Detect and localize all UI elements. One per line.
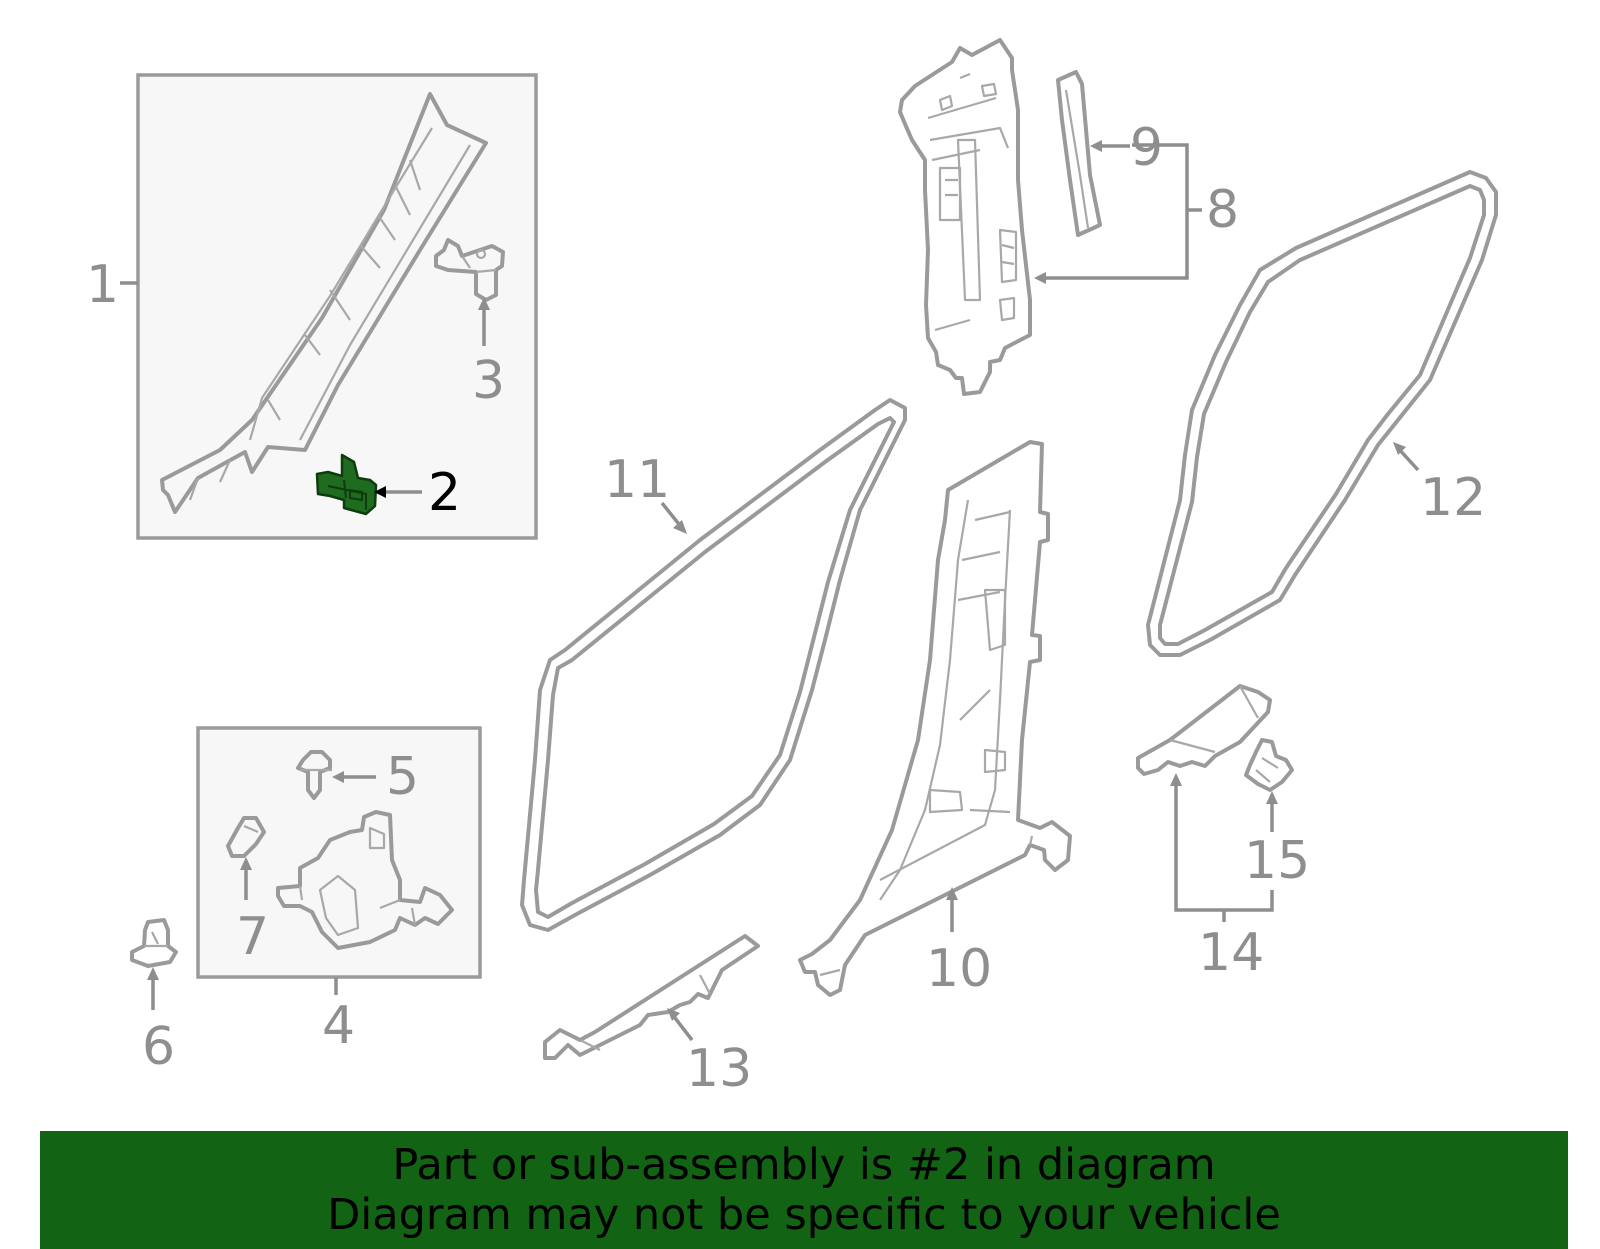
callout-14: 14: [1198, 923, 1264, 983]
callout-12: 12: [1420, 468, 1486, 528]
callout-2: 2: [428, 463, 461, 523]
callout-7: 7: [236, 907, 269, 967]
part-5-push-clip[interactable]: [296, 750, 332, 800]
leader-lines: [120, 140, 1420, 1042]
callout-8: 8: [1206, 180, 1239, 240]
part-6-clip[interactable]: [130, 918, 178, 968]
callout-15: 15: [1244, 831, 1310, 891]
callout-13: 13: [686, 1039, 752, 1099]
callout-5: 5: [386, 747, 419, 807]
info-banner: Part or sub-assembly is #2 in diagram Di…: [40, 1131, 1568, 1249]
callout-10: 10: [926, 939, 992, 999]
part-1-a-pillar-trim[interactable]: [160, 92, 488, 514]
part-14-rear-scuff-plate[interactable]: [1136, 684, 1272, 776]
callout-11: 11: [604, 450, 670, 510]
part-15-clip[interactable]: [1244, 738, 1294, 792]
part-7-clip[interactable]: [226, 816, 266, 858]
callout-3: 3: [472, 351, 505, 411]
assembly-1-box: [136, 73, 538, 540]
part-9-strip[interactable]: [1056, 70, 1102, 237]
part-3-clip[interactable]: [434, 238, 505, 302]
callout-6: 6: [142, 1017, 175, 1077]
part-8-b-pillar-upper-trim[interactable]: [898, 38, 1032, 396]
part-2-bracket-highlighted[interactable]: [315, 453, 378, 516]
callout-9: 9: [1130, 118, 1163, 178]
callout-1: 1: [86, 255, 119, 315]
part-13-front-scuff-plate[interactable]: [543, 934, 760, 1060]
part-11-front-door-weatherstrip[interactable]: [520, 398, 907, 932]
part-12-rear-door-weatherstrip[interactable]: [1146, 170, 1498, 657]
banner-line-1: Part or sub-assembly is #2 in diagram: [392, 1140, 1216, 1190]
callout-4: 4: [322, 996, 355, 1056]
part-10-b-pillar-lower-trim[interactable]: [798, 440, 1072, 997]
part-4-bracket-assembly[interactable]: [276, 810, 454, 950]
banner-line-2: Diagram may not be specific to your vehi…: [327, 1190, 1281, 1240]
